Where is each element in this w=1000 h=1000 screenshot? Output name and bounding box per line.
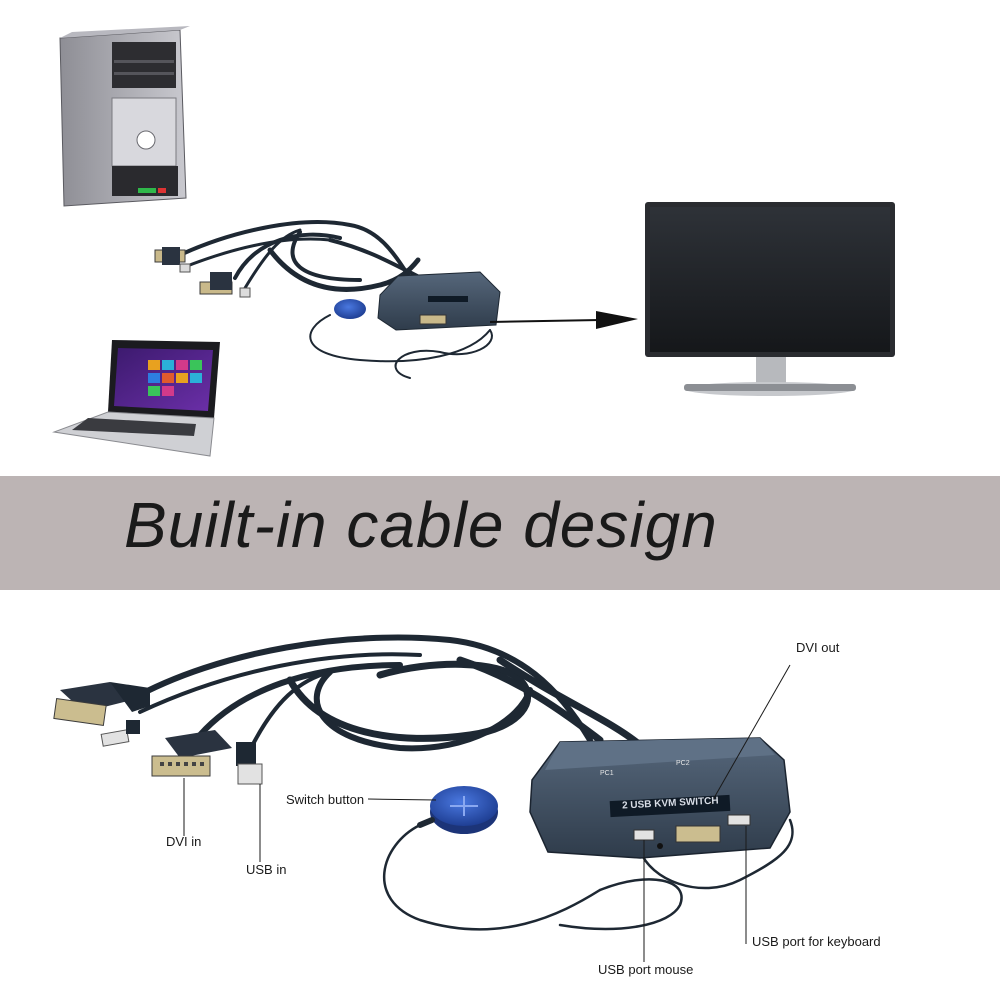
top-kvm-switch [377,271,501,331]
usb-mouse-label: USB port mouse [598,962,694,977]
device-pc2-label: PC2 [676,760,690,767]
dvi-in-label: DVI in [166,834,202,849]
switch-button-icon [417,786,498,834]
top-switch-button [334,299,366,319]
monitor-icon [645,202,895,396]
callout-lines [183,664,791,962]
usb-keyboard-label: USB port for keyboard [752,934,881,949]
dvi-out-label: DVI out [796,640,840,655]
bottom-usb-connector-1 [100,720,140,747]
banner-title: Built-in cable design [124,489,718,561]
usb-in-label: USB in [246,862,287,877]
top-usb-connector-2 [239,287,251,298]
usb-in-connector [236,742,263,785]
banner [0,476,1000,590]
pc-tower-icon [59,26,190,207]
bottom-cable-bundle [127,634,794,931]
kvm-switch-box [529,737,791,859]
top-usb-connector-1 [179,263,191,273]
switch-button-label: Switch button [286,792,365,807]
device-pc1-label: PC1 [600,770,614,777]
top-dvi-connector-2 [199,272,233,295]
arrow-to-monitor [489,311,638,329]
laptop-icon [52,340,220,457]
bottom-dvi-connector-1 [53,682,150,726]
dvi-in-connector [151,730,232,777]
top-dvi-connector-1 [154,247,186,265]
